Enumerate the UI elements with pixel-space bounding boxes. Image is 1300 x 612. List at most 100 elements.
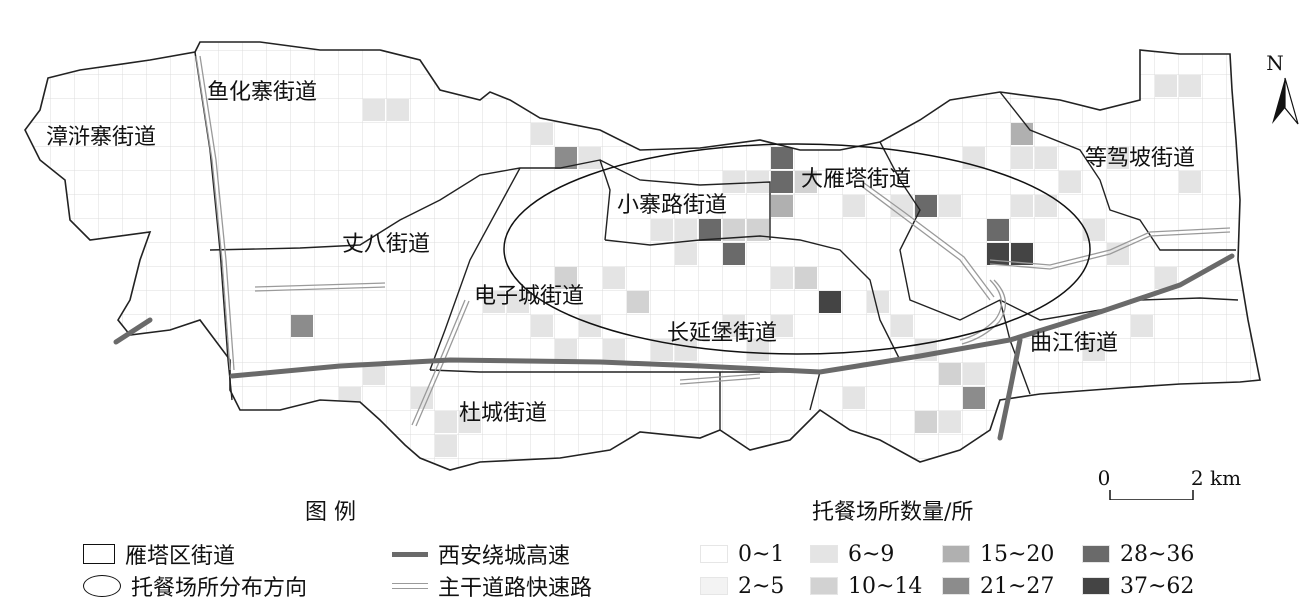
legend-item-districts: 雁塔区街道 [83, 540, 235, 569]
ring-expressway [113, 253, 1235, 441]
class-swatch-icon [1082, 545, 1110, 563]
density-cell [531, 123, 553, 145]
district-label: 小寨路街道 [617, 193, 727, 218]
district-label: 曲江街道 [1030, 331, 1118, 356]
density-cell [1083, 219, 1105, 241]
count-class-item: 2~5 [700, 572, 784, 600]
density-cell [939, 363, 961, 385]
legend-item-direction: 托餐场所分布方向 [83, 572, 307, 601]
density-cell [1155, 267, 1177, 289]
count-class-item: 10~14 [810, 572, 922, 600]
class-swatch-icon [700, 545, 728, 563]
count-legend-title: 托餐场所数量/所 [812, 500, 974, 525]
count-class-item: 28~36 [1082, 540, 1194, 568]
density-cell [987, 243, 1009, 265]
density-cell [843, 387, 865, 409]
density-cell [723, 315, 745, 337]
district-label: 漳浒寨街道 [46, 125, 156, 150]
density-cell [435, 435, 457, 457]
density-cell [363, 99, 385, 121]
district-labels: 漳浒寨街道 鱼化寨街道 丈八街道 小寨路街道 大雁塔街道 等驾坡街道 电子城街道… [46, 80, 1195, 426]
class-swatch-icon [810, 577, 838, 595]
north-label: N [1266, 51, 1284, 75]
scale-start-label: 0 [1098, 466, 1111, 490]
density-cell [1179, 75, 1201, 97]
district-label: 丈八街道 [342, 232, 430, 257]
map-canvas: 漳浒寨街道 鱼化寨街道 丈八街道 小寨路街道 大雁塔街道 等驾坡街道 电子城街道… [24, 41, 1299, 500]
density-cell [795, 267, 817, 289]
count-class-item: 15~20 [942, 540, 1054, 568]
density-cell [1107, 147, 1129, 169]
district-grid [25, 42, 1260, 470]
density-cell [771, 267, 793, 289]
density-cell [723, 219, 745, 241]
density-cell [459, 411, 481, 433]
class-swatch-icon [942, 577, 970, 595]
density-cell [483, 291, 505, 313]
density-cell [723, 243, 745, 265]
legend-item-expressway: 西安绕城高速 [392, 540, 570, 569]
class-label: 0~1 [738, 541, 785, 567]
rect-outline-icon [83, 544, 115, 564]
density-cell [603, 339, 625, 361]
density-cell [1083, 339, 1105, 361]
density-cell [507, 291, 529, 313]
density-cell [963, 387, 985, 409]
density-cell [843, 195, 865, 217]
density-cell [699, 219, 721, 241]
density-cell [747, 339, 769, 361]
density-cell [1011, 123, 1033, 145]
density-cell [675, 219, 697, 241]
density-cell [531, 315, 553, 337]
density-cell [1035, 147, 1057, 169]
thick-line-icon [392, 551, 428, 557]
density-cell [771, 171, 793, 193]
scale-end-label: 2 km [1191, 466, 1241, 490]
distribution-ellipse [503, 143, 1091, 355]
class-label: 6~9 [848, 541, 895, 567]
district-label: 杜城街道 [459, 401, 547, 426]
class-label: 28~36 [1120, 541, 1195, 567]
density-cell [987, 219, 1009, 241]
district-label: 鱼化寨街道 [207, 80, 317, 105]
density-cell [387, 99, 409, 121]
density-cell [1011, 147, 1033, 169]
legend-item-arterial: 主干道路快速路 [392, 572, 592, 601]
density-cell [771, 195, 793, 217]
density-cell [363, 363, 385, 385]
density-cell [435, 411, 457, 433]
density-cell [579, 147, 601, 169]
double-line-icon [392, 583, 428, 589]
class-label: 15~20 [980, 541, 1055, 567]
count-class-item: 37~62 [1082, 572, 1194, 600]
density-cell [723, 171, 745, 193]
scale-bar: 0 2 km [1098, 466, 1241, 500]
density-cell [339, 387, 361, 409]
density-cell [1131, 315, 1153, 337]
density-cell [555, 267, 577, 289]
density-cell [891, 315, 913, 337]
legend-title: 图 例 [305, 500, 356, 525]
count-class-item: 6~9 [810, 540, 894, 568]
density-cell [963, 363, 985, 385]
density-cell [867, 291, 889, 313]
district-label: 电子城街道 [474, 284, 584, 309]
density-cell [819, 291, 841, 313]
density-cell [411, 387, 433, 409]
district-label: 大雁塔街道 [801, 167, 911, 192]
density-cell [1035, 195, 1057, 217]
north-arrow-icon [1272, 78, 1285, 124]
class-swatch-icon [700, 577, 728, 595]
class-swatch-icon [810, 545, 838, 563]
density-cell [1011, 243, 1033, 265]
density-cell [891, 195, 913, 217]
class-label: 21~27 [980, 573, 1055, 599]
density-cell [1155, 75, 1177, 97]
density-cell [939, 195, 961, 217]
density-cell [555, 147, 577, 169]
density-cell [1011, 195, 1033, 217]
density-cell [1059, 171, 1081, 193]
district-label: 长延堡街道 [667, 321, 777, 346]
density-cell [651, 339, 673, 361]
density-cell [651, 219, 673, 241]
